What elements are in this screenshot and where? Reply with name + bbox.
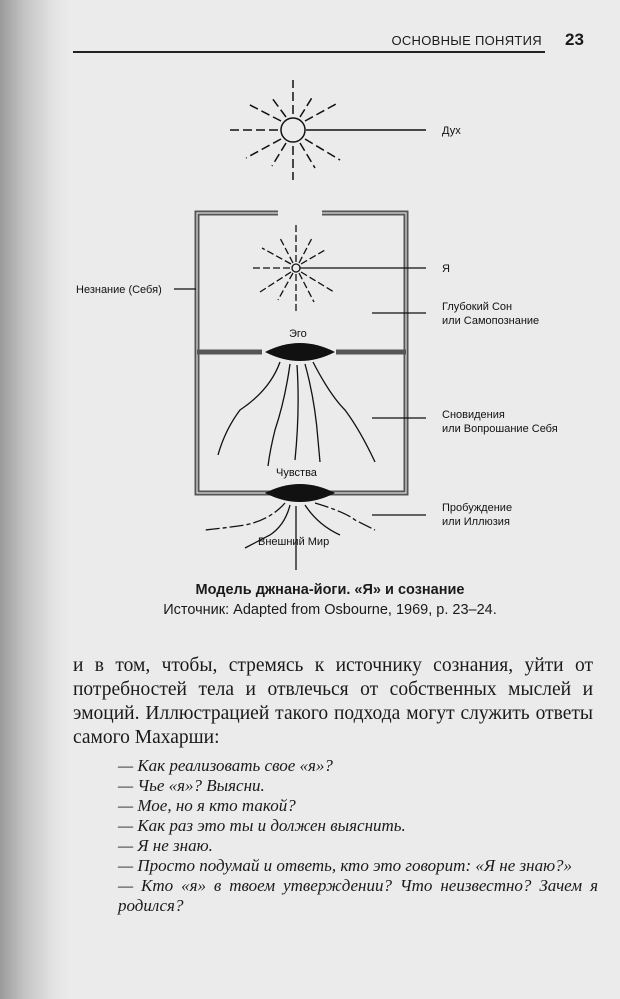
header-rule [73,51,545,53]
dialog-line: — Как раз это ты и должен выяснить. [118,816,406,835]
label-waking-2: или Иллюзия [442,516,510,528]
running-header: ОСНОВНЫЕ ПОНЯТИЯ [391,33,542,48]
label-dreams-1: Сновидения [442,409,505,421]
self-star-icon [253,225,426,312]
label-waking-1: Пробуждение [442,502,512,514]
ego-lens-icon [265,343,335,361]
dialog-line: — Кто «я» в твоем утверждении? Что неизв… [118,876,598,915]
dialog-line: — Как реализовать свое «я»? [118,756,333,775]
page-edge-shadow [0,0,70,999]
body-paragraph: и в том, чтобы, стремясь к источнику соз… [73,655,593,748]
outer-world-rays [204,502,376,570]
label-outer-world: Внешний Мир [258,536,329,548]
label-self: Я [442,263,450,275]
jnana-yoga-diagram: Дух Я Незнание (Себя) Глубокий Сон или С… [76,80,558,570]
figure-caption-title: Модель джнана-йоги. «Я» и сознание [195,582,465,598]
label-deep-sleep-1: Глубокий Сон [442,301,512,313]
spirit-sun-icon [230,80,426,180]
page-number: 23 [565,30,584,49]
label-dreams-2: или Вопрошание Себя [442,423,558,435]
figure-caption-source: Источник: Adapted from Osbourne, 1969, p… [163,602,497,618]
label-ego: Эго [289,328,307,340]
label-senses: Чувства [276,467,318,479]
senses-lens-icon [265,484,335,502]
label-ignorance: Незнание (Себя) [76,284,162,296]
dialog-line: — Мое, но я кто такой? [118,796,296,815]
dream-rays [217,361,376,467]
dialog-line: — Просто подумай и ответь, кто это говор… [118,856,573,875]
consciousness-box [194,210,409,496]
label-spirit: Дух [442,125,461,137]
dialog-block: — Как реализовать свое «я»? — Чье «я»? В… [118,756,598,916]
dialog-line: — Чье «я»? Выясни. [118,776,265,795]
dialog-line: — Я не знаю. [118,836,213,855]
label-deep-sleep-2: или Самопознание [442,315,539,327]
